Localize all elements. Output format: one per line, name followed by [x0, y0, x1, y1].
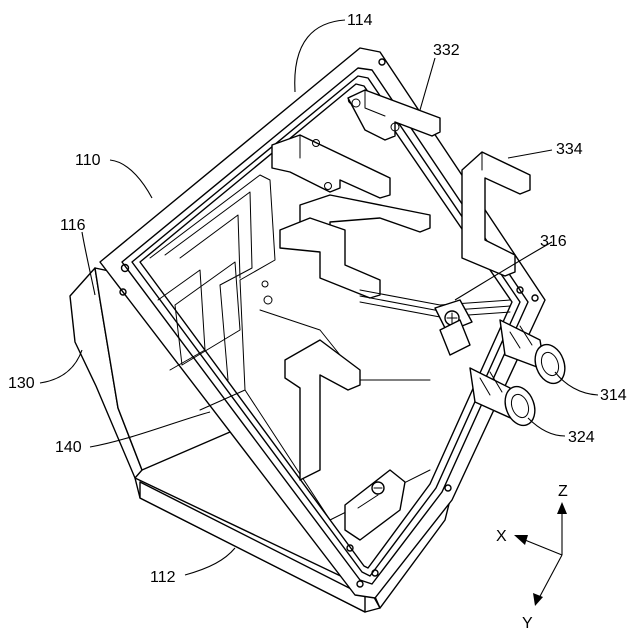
label-116: 116 [60, 217, 86, 234]
z-axis-arrow-icon [557, 502, 567, 514]
leader-334 [508, 150, 552, 158]
flange-frame-110 [100, 48, 545, 598]
bracket-334 [462, 152, 530, 276]
leader-130 [40, 350, 82, 383]
label-112: 112 [150, 569, 176, 586]
label-324: 324 [568, 429, 595, 446]
leader-324 [528, 418, 565, 436]
label-334: 334 [556, 141, 583, 158]
y-axis-arrow-icon [533, 593, 543, 606]
axis-indicator: Z X Y [496, 483, 568, 632]
label-110: 110 [75, 152, 101, 169]
label-316: 316 [540, 233, 567, 250]
y-axis-line [538, 555, 562, 600]
label-314: 314 [600, 387, 627, 404]
label-114: 114 [347, 12, 373, 29]
label-140: 140 [55, 439, 82, 456]
axis-label-y: Y [522, 615, 533, 632]
leader-332 [420, 58, 435, 110]
label-130: 130 [8, 375, 35, 392]
leader-110 [110, 160, 152, 198]
axis-label-x: X [496, 528, 507, 545]
axis-label-z: Z [558, 483, 568, 500]
label-332: 332 [433, 42, 460, 59]
x-axis-arrow-icon [514, 535, 528, 545]
leader-112 [185, 548, 235, 575]
